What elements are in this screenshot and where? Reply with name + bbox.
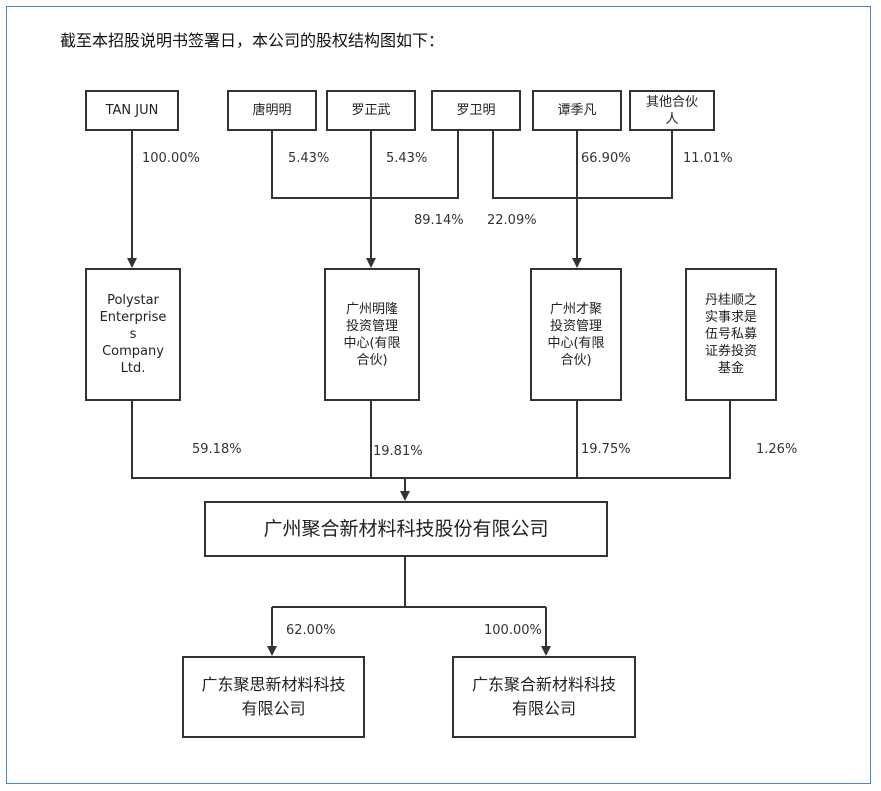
subsidiary-jusi: 广东聚思新材料科技 有限公司	[182, 656, 365, 738]
pct-polystar-company: 59.18%	[192, 442, 242, 457]
main-company: 广州聚合新材料科技股份有限公司	[204, 501, 608, 557]
entity-caiju-label: 广州才聚 投资管理 中心(有限 合伙)	[547, 301, 605, 368]
intro-text: 截至本招股说明书签署日，本公司的股权结构图如下：	[60, 31, 445, 50]
shareholder-tan-jun-label: TAN JUN	[105, 103, 159, 118]
entity-caiju: 广州才聚 投资管理 中心(有限 合伙)	[530, 268, 622, 401]
entity-danguishun: 丹桂顺之 实事求是 伍号私募 证券投资 基金	[685, 268, 777, 401]
pct-caiju-company: 19.75%	[581, 442, 631, 457]
pct-company-juhe: 100.00%	[484, 623, 542, 638]
shareholder-other-partners-label: 其他合伙 人	[645, 94, 698, 127]
entity-polystar: Polystar Enterprise s Company Ltd.	[85, 268, 181, 401]
subsidiary-juhe: 广东聚合新材料科技 有限公司	[452, 656, 636, 738]
shareholder-luo-weiming: 罗卫明	[431, 90, 521, 131]
pct-other-partners: 11.01%	[683, 151, 733, 166]
main-company-label: 广州聚合新材料科技股份有限公司	[263, 517, 549, 540]
line-holders-bus	[131, 401, 731, 479]
line-caiju-group	[492, 131, 673, 199]
shareholder-tan-jifan: 谭季凡	[532, 90, 622, 131]
pct-company-jusi: 62.00%	[286, 623, 336, 638]
pct-luo-weiming-caiju: 22.09%	[487, 213, 537, 228]
pct-danguishun-company: 1.26%	[756, 442, 798, 457]
subsidiary-jusi-label: 广东聚思新材料科技 有限公司	[201, 675, 346, 718]
line-minglong-group	[271, 131, 459, 199]
pct-tanjun-polystar: 100.00%	[142, 151, 200, 166]
pct-tang-mingming: 5.43%	[288, 151, 330, 166]
entity-polystar-label: Polystar Enterprise s Company Ltd.	[99, 293, 167, 376]
diagram-frame	[6, 6, 871, 784]
shareholder-luo-zhengwu: 罗正武	[326, 90, 416, 131]
shareholder-luo-zhengwu-label: 罗正武	[351, 103, 391, 118]
shareholder-tang-mingming: 唐明明	[227, 90, 317, 131]
pct-luo-zhengwu: 5.43%	[386, 151, 428, 166]
pct-luo-weiming-minglong: 89.14%	[414, 213, 464, 228]
entity-danguishun-label: 丹桂顺之 实事求是 伍号私募 证券投资 基金	[704, 293, 757, 376]
entity-minglong: 广州明隆 投资管理 中心(有限 合伙)	[324, 268, 420, 401]
entity-minglong-label: 广州明隆 投资管理 中心(有限 合伙)	[343, 301, 401, 368]
shareholder-tang-mingming-label: 唐明明	[252, 103, 292, 118]
subsidiary-juhe-label: 广东聚合新材料科技 有限公司	[471, 675, 616, 718]
pct-minglong-company: 19.81%	[373, 444, 423, 459]
shareholder-tan-jun: TAN JUN	[85, 90, 179, 131]
shareholder-other-partners: 其他合伙 人	[629, 90, 715, 131]
shareholder-luo-weiming-label: 罗卫明	[456, 103, 496, 118]
shareholder-tan-jifan-label: 谭季凡	[557, 103, 597, 118]
pct-tan-jifan: 66.90%	[581, 151, 631, 166]
